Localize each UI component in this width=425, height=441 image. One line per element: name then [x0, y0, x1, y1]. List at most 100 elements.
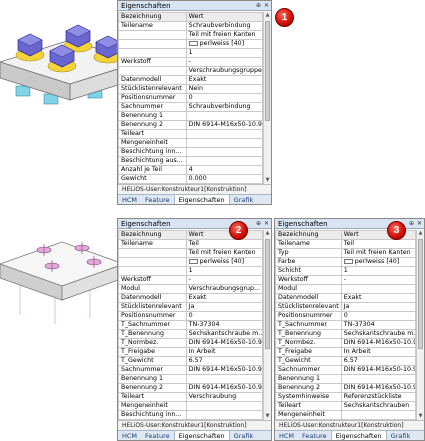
property-row[interactable]: Werkstoff-: [118, 57, 264, 67]
property-value[interactable]: Exakt: [340, 293, 417, 303]
property-value[interactable]: 0: [340, 311, 417, 321]
property-row[interactable]: Benennung 1: [118, 374, 264, 384]
pin-icon[interactable]: ⊕: [255, 220, 261, 227]
property-value[interactable]: [185, 156, 264, 166]
property-row[interactable]: Benennung 1: [275, 374, 417, 384]
property-row[interactable]: Benennung 1: [118, 111, 264, 121]
property-row[interactable]: Teileart: [118, 129, 264, 139]
property-value[interactable]: DIN 6914-M16x50-10.9: [185, 365, 264, 375]
property-row[interactable]: 1: [118, 48, 264, 58]
property-value[interactable]: 6.57: [340, 356, 417, 366]
property-value[interactable]: [185, 410, 264, 420]
vertical-scrollbar[interactable]: ▲ ▼: [263, 12, 271, 184]
property-value[interactable]: DIN 6914-M16x50-10.9: [185, 120, 264, 130]
tab-grafik[interactable]: Grafik: [233, 432, 254, 440]
property-value[interactable]: Sechskantschraube m...: [185, 329, 264, 339]
property-value[interactable]: DIN 6914-M16x50-10.9: [185, 383, 264, 393]
property-value[interactable]: Teil mit freien Kanten: [185, 30, 264, 40]
property-value[interactable]: -: [340, 275, 417, 285]
scroll-up-icon[interactable]: ▲: [265, 12, 270, 18]
property-row[interactable]: Werkstoff-: [275, 275, 417, 285]
property-value[interactable]: DIN 6914-M16x50-10.9: [340, 338, 417, 348]
property-value[interactable]: Teil mit freien Kanten: [185, 248, 264, 258]
property-value[interactable]: Verschraubungsgrup...: [185, 284, 264, 294]
property-row[interactable]: Mengeneinheit: [275, 410, 417, 420]
property-row[interactable]: Beschichtung inn...: [118, 410, 264, 420]
tab-hcm[interactable]: HCM: [279, 432, 295, 440]
property-value[interactable]: 0: [185, 311, 264, 321]
property-value[interactable]: DIN 6914-M16x50-10.9: [340, 365, 417, 375]
close-icon[interactable]: ✕: [263, 2, 269, 9]
property-value[interactable]: Sechskantschraube m...: [340, 329, 417, 339]
property-value[interactable]: 1: [185, 48, 264, 58]
property-value[interactable]: Verschraubungsgruppe...: [185, 66, 264, 76]
tab-eigenschaften[interactable]: Eigenschaften: [173, 431, 230, 440]
property-row[interactable]: Teil mit freien Kanten: [118, 30, 264, 40]
property-row[interactable]: T_Normbez.DIN 6914-M16x50-10.9: [118, 338, 264, 348]
property-value[interactable]: Ja: [340, 302, 417, 312]
property-row[interactable]: Teil mit freien Kanten: [118, 248, 264, 258]
scroll-down-icon[interactable]: ▼: [265, 177, 270, 183]
property-value[interactable]: Verschraubung: [185, 392, 264, 402]
property-row[interactable]: Mengeneinheit: [118, 138, 264, 148]
property-row[interactable]: Beschichtung inn...: [118, 147, 264, 157]
property-value[interactable]: Teil: [340, 239, 417, 249]
scroll-thumb[interactable]: [418, 239, 423, 349]
property-value[interactable]: Referenzstückliste: [340, 392, 417, 402]
close-icon[interactable]: ✕: [416, 220, 422, 227]
scroll-up-icon[interactable]: ▲: [265, 230, 270, 236]
property-value[interactable]: Teil: [185, 239, 264, 249]
property-value[interactable]: [185, 111, 264, 121]
property-value[interactable]: perlweiss [40]: [185, 39, 264, 49]
property-row[interactable]: perlweiss [40]: [118, 39, 264, 49]
property-row[interactable]: Verschraubungsgruppe...: [118, 66, 264, 76]
tab-hcm[interactable]: HCM: [122, 432, 138, 440]
column-header-name[interactable]: Bezeichnung: [275, 230, 342, 240]
property-value[interactable]: Schraubverbindung: [185, 102, 264, 112]
property-value[interactable]: TN-37304: [340, 320, 417, 330]
pin-icon[interactable]: ⊕: [408, 220, 414, 227]
vertical-scrollbar[interactable]: ▲ ▼: [263, 230, 271, 420]
tab-feature[interactable]: Feature: [145, 432, 170, 440]
column-header-value[interactable]: Wert: [185, 12, 264, 22]
property-value[interactable]: perlweiss [40]: [340, 257, 417, 267]
property-value[interactable]: TN-37304: [185, 320, 264, 330]
tab-hcm[interactable]: HCM: [122, 196, 138, 204]
tab-eigenschaften[interactable]: Eigenschaften: [330, 431, 387, 440]
tab-feature[interactable]: Feature: [145, 196, 170, 204]
property-value[interactable]: -: [185, 57, 264, 67]
scroll-down-icon[interactable]: ▼: [265, 413, 270, 419]
column-header-value[interactable]: Wert: [185, 230, 264, 240]
property-row[interactable]: 1: [118, 266, 264, 276]
property-value[interactable]: In Arbeit: [185, 347, 264, 357]
property-value[interactable]: [185, 129, 264, 139]
